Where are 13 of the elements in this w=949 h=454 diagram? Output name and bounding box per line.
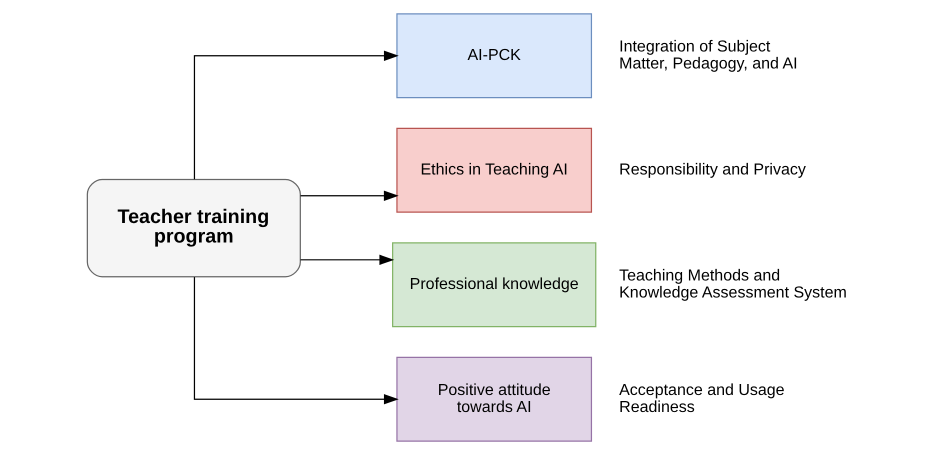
- node-box: Teacher training program: [86, 178, 301, 277]
- node-label: Integration of Subject Matter, Pedagogy, and AI: [619, 38, 798, 72]
- arrow: [194, 50, 399, 179]
- node-label: Acceptance and Usage Readiness: [619, 381, 785, 416]
- arrow: [300, 254, 394, 264]
- node-box: Professional knowledge: [392, 242, 596, 327]
- node-box: Positive attitude towards AI: [396, 356, 592, 442]
- arrow: [300, 190, 399, 200]
- node-box: Ethics in Teaching AI: [396, 127, 592, 212]
- node-box: AI-PCK: [396, 12, 592, 98]
- arrow: [194, 276, 399, 404]
- node-label: Responsibility and Privacy: [619, 160, 806, 178]
- node-label: Teaching Methods and Knowledge Assessment System: [619, 266, 847, 302]
